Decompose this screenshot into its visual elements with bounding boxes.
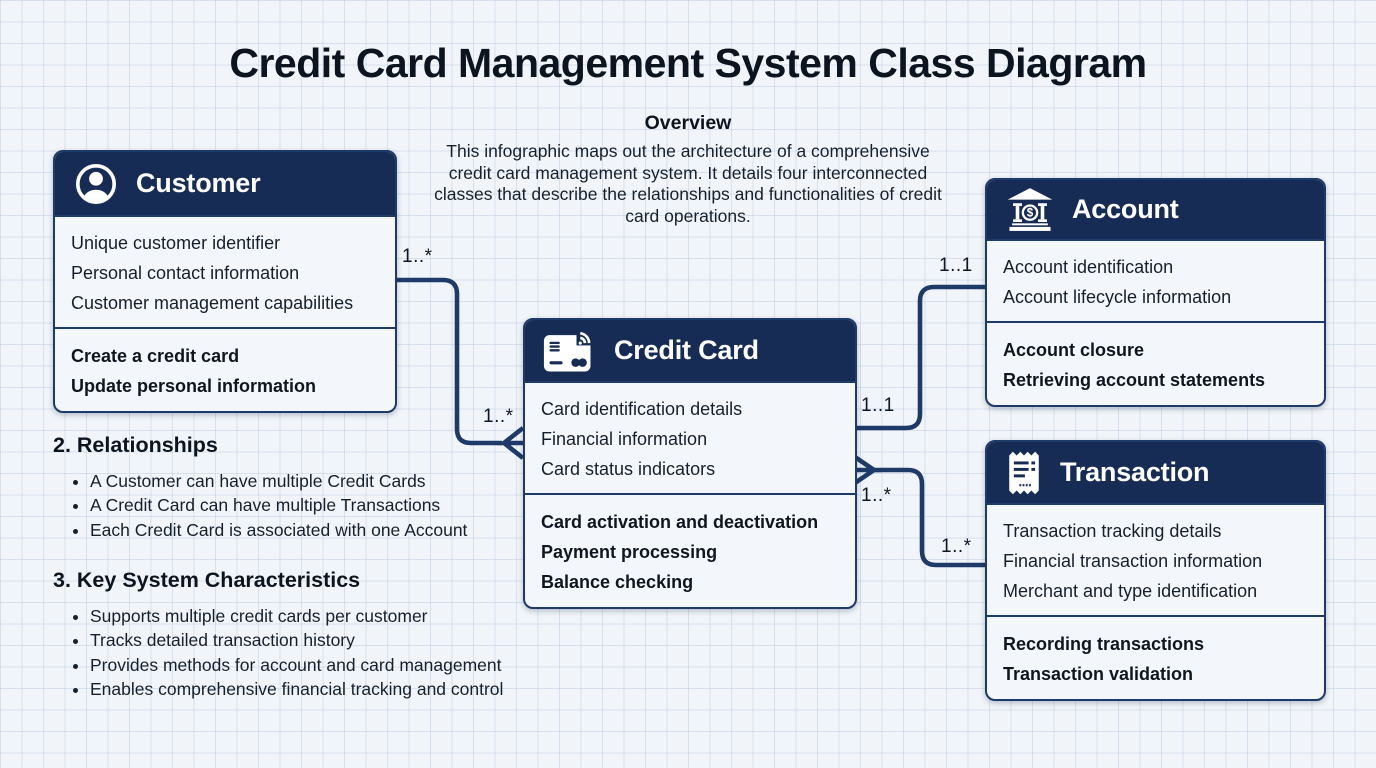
list-item: Provides methods for account and card ma… <box>90 653 543 677</box>
key-characteristics-section: 3. Key System Characteristics Supports m… <box>53 568 543 702</box>
method-item: Transaction validation <box>1003 664 1194 684</box>
attribute-item: Transaction tracking details <box>1003 521 1222 541</box>
class-title: Credit Card <box>614 335 759 365</box>
relationships-list: A Customer can have multiple Credit Card… <box>53 469 543 542</box>
class-attributes: Unique customer identifier Personal cont… <box>55 217 395 329</box>
list-item: A Customer can have multiple Credit Card… <box>90 469 543 493</box>
attribute-item: Unique customer identifier <box>71 233 281 253</box>
attribute-item: Personal contact information <box>71 263 300 283</box>
svg-text:$: $ <box>1027 207 1034 220</box>
attribute-item: Financial transaction information <box>1003 551 1263 571</box>
class-box-customer: Customer Unique customer identifier Pers… <box>53 150 397 413</box>
class-header-customer: Customer <box>55 152 395 217</box>
class-attributes: Transaction tracking details Financial t… <box>987 505 1324 617</box>
class-attributes: Card identification details Financial in… <box>525 383 855 495</box>
person-icon <box>73 161 119 207</box>
list-item: Tracks detailed transaction history <box>90 628 543 652</box>
bank-icon: $ <box>1005 186 1055 233</box>
method-item: Update personal information <box>71 376 317 396</box>
method-item: Balance checking <box>541 572 694 592</box>
attribute-item: Card identification details <box>541 399 743 419</box>
list-item: Enables comprehensive financial tracking… <box>90 677 543 701</box>
method-item: Create a credit card <box>71 346 240 366</box>
list-item: Supports multiple credit cards per custo… <box>90 604 543 628</box>
credit-card-icon <box>543 329 597 373</box>
multiplicity-label: 1..1 <box>939 255 973 276</box>
class-header-account: $ Account <box>987 180 1324 241</box>
method-item: Card activation and deactivation <box>541 512 819 532</box>
key-characteristics-list: Supports multiple credit cards per custo… <box>53 604 543 702</box>
method-item: Retrieving account statements <box>1003 370 1266 390</box>
class-title: Transaction <box>1060 457 1210 487</box>
list-item: A Credit Card can have multiple Transact… <box>90 493 543 517</box>
class-header-credit-card: Credit Card <box>525 320 855 383</box>
attribute-item: Account identification <box>1003 257 1174 277</box>
class-box-credit-card: Credit Card Card identification details … <box>523 318 857 609</box>
multiplicity-label: 1..* <box>402 246 433 267</box>
list-item: Each Credit Card is associated with one … <box>90 518 543 542</box>
class-box-transaction: Transaction Transaction tracking details… <box>985 440 1326 701</box>
relationships-section: 2. Relationships A Customer can have mul… <box>53 433 543 542</box>
class-box-account: $ Account Account identification Account… <box>985 178 1326 407</box>
section-heading: 3. Key System Characteristics <box>53 568 361 592</box>
overview-section: Overview This infographic maps out the a… <box>408 112 968 227</box>
receipt-icon <box>1005 449 1043 497</box>
attribute-item: Card status indicators <box>541 459 716 479</box>
method-item: Payment processing <box>541 542 718 562</box>
class-methods: Card activation and deactivation Payment… <box>525 495 855 607</box>
class-title: Customer <box>136 168 261 198</box>
class-title: Account <box>1072 194 1179 224</box>
multiplicity-label: 1..* <box>941 536 972 557</box>
page-title: Credit Card Management System Class Diag… <box>229 40 1147 86</box>
class-methods: Recording transactions Transaction valid… <box>987 617 1324 699</box>
method-item: Recording transactions <box>1003 634 1205 654</box>
section-heading: 2. Relationships <box>53 433 218 457</box>
method-item: Account closure <box>1003 340 1145 360</box>
multiplicity-label: 1..* <box>861 485 892 506</box>
class-header-transaction: Transaction <box>987 442 1324 505</box>
multiplicity-label: 1..* <box>483 406 514 427</box>
multiplicity-label: 1..1 <box>861 395 895 416</box>
attribute-item: Merchant and type identification <box>1003 581 1258 601</box>
attribute-item: Account lifecycle information <box>1003 287 1232 307</box>
attribute-item: Financial information <box>541 429 708 449</box>
class-methods: Create a credit card Update personal inf… <box>55 329 395 411</box>
overview-heading: Overview <box>644 112 732 134</box>
overview-text: This infographic maps out the architectu… <box>434 141 942 226</box>
class-methods: Account closure Retrieving account state… <box>987 323 1324 405</box>
attribute-item: Customer management capabilities <box>71 293 354 313</box>
class-attributes: Account identification Account lifecycle… <box>987 241 1324 323</box>
